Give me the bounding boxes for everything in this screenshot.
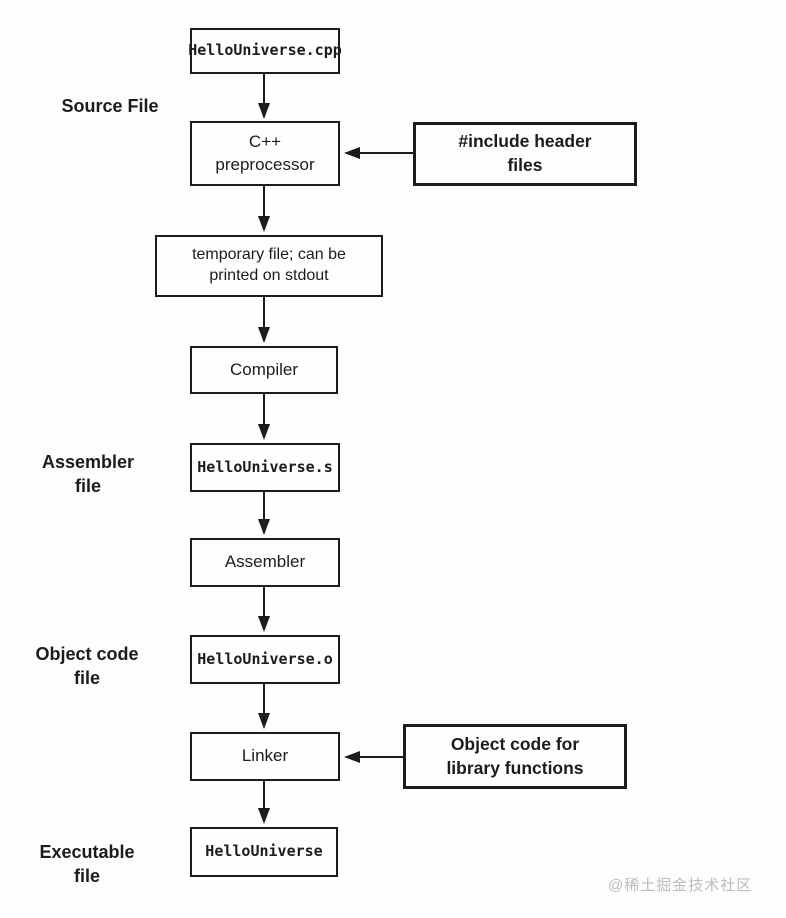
node-library-objects: Object code for library functions: [403, 724, 627, 789]
node-assembly-s: HelloUniverse.s: [190, 443, 340, 492]
node-assembler: Assembler: [190, 538, 340, 587]
node-object-o: HelloUniverse.o: [190, 635, 340, 684]
label-assembler-file: Assembler file: [41, 452, 135, 497]
node-compiler: Compiler: [190, 346, 338, 394]
node-temp-file: temporary file; can be printed on stdout: [155, 235, 383, 297]
node-linker: Linker: [190, 732, 340, 781]
node-source-cpp: HelloUniverse.cpp: [188, 28, 342, 74]
label-executable-file: Executable file: [39, 842, 135, 887]
label-object-code-file: Object code file: [35, 644, 139, 689]
label-source-file: Source File: [61, 96, 159, 116]
node-include-headers: #include header files: [413, 122, 637, 186]
watermark: @稀土掘金技术社区: [608, 877, 753, 894]
node-preprocessor: C++ preprocessor: [190, 121, 340, 186]
node-executable: HelloUniverse: [190, 827, 338, 877]
